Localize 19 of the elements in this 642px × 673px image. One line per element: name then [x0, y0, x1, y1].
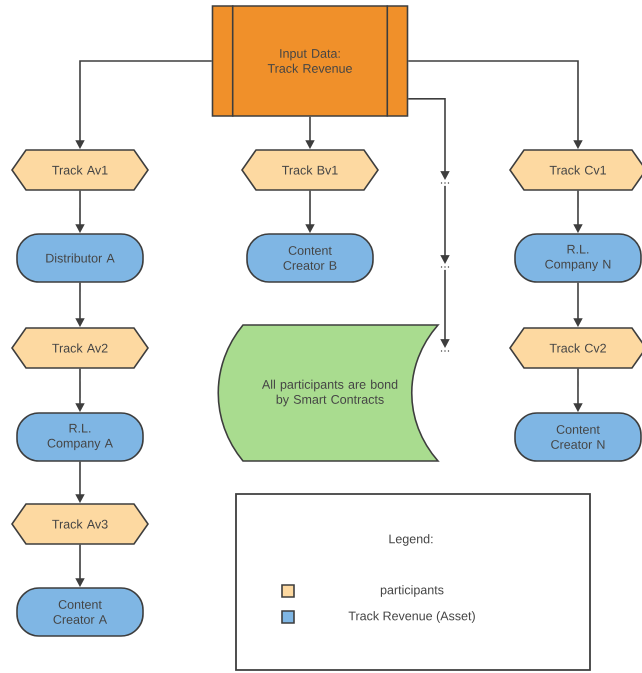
hexagon-box: Track Bv1 — [241, 149, 379, 191]
legend-text: participants — [380, 585, 444, 597]
rounded-box: R.L. Company N — [514, 233, 642, 283]
rounded-box: Distributor A — [16, 233, 144, 283]
input-box: Input Data: Track Revenue — [212, 5, 408, 117]
rounded-box: R.L. Company A — [16, 412, 144, 462]
hexagon-box: Track Av2 — [11, 327, 149, 369]
legend-text: Track Revenue (Asset) — [348, 611, 475, 623]
rounded-box: Content Creator N — [514, 412, 642, 462]
legend-title: Legend: — [389, 534, 432, 546]
ellipsis-text: ... — [440, 350, 450, 352]
hexagon-box: Track Cv1 — [509, 149, 642, 191]
ellipsis-text: ... — [440, 266, 450, 268]
hexagon-box: Track Cv2 — [509, 327, 642, 369]
rounded-box: Content Creator A — [16, 587, 144, 637]
rounded-box: Content Creator B — [246, 233, 374, 283]
hexagon-box: Track Av1 — [11, 149, 149, 191]
ellipsis-text: ... — [440, 182, 450, 184]
hexagon-box: Track Av3 — [11, 503, 149, 545]
